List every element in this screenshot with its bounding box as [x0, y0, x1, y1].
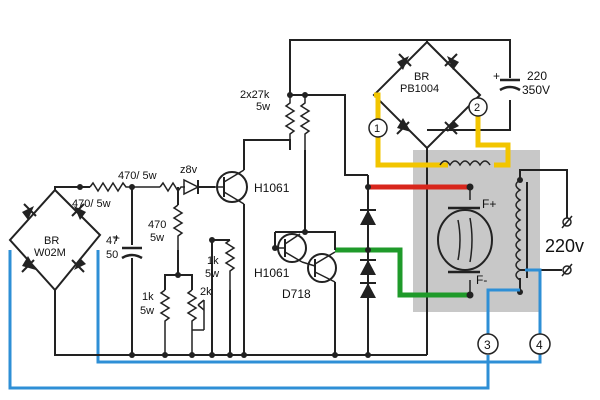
cap-small-value: 47 [106, 235, 118, 247]
br-small-label: BR [44, 235, 59, 247]
node-3-marker [477, 333, 499, 355]
bridge-rectifier-main [372, 40, 482, 150]
field-coil-right [515, 179, 528, 281]
transistor-top [215, 169, 248, 205]
br-main-label: BR [414, 71, 429, 83]
res-2x27k-watt: 5w [256, 101, 270, 113]
cap-small-plus: + [113, 231, 120, 245]
resistor-27k-a [284, 95, 296, 150]
cap-small-voltage: 50 [106, 249, 118, 261]
cap-main-voltage: 350V [522, 83, 550, 97]
transistor-bottom-left-label: H1061 [254, 266, 290, 280]
potentiometer-2k [186, 289, 205, 355]
res-1k-bottom-label: 1k [142, 291, 154, 303]
node-1-label: 1 [374, 123, 380, 135]
mains-voltage-label: 220v [545, 236, 584, 256]
res-1k-vert-label: 1k [207, 255, 219, 267]
node-1-marker [368, 118, 388, 138]
cap-main-plus: + [493, 69, 500, 83]
zener-diode [183, 178, 200, 196]
blue-wire-3 [8, 250, 520, 390]
resistor-27k-b [299, 95, 311, 150]
br-small-part-label: W02M [34, 247, 66, 259]
transistor-top-label: H1061 [254, 181, 290, 195]
node-4-marker [529, 333, 551, 355]
node-3-label: 3 [484, 338, 491, 352]
blue-wire-4 [96, 250, 542, 364]
res-470-vert-label: 470 [148, 219, 166, 231]
br-main-part-label: PB1004 [400, 83, 439, 95]
res-470-vert-watt: 5w [150, 232, 164, 244]
motor-f-minus: F- [476, 273, 487, 287]
res-1k-vert-watt: 5w [205, 268, 219, 280]
transistor-h1061-bottom [275, 233, 307, 263]
zener-label: z8v [180, 164, 198, 176]
node-2-label: 2 [474, 102, 480, 114]
res-470-top-label: 470/ 5w [118, 170, 157, 182]
transistor-d718 [301, 251, 337, 283]
node-2-marker [468, 97, 488, 117]
cap-main-value: 220 [527, 69, 547, 83]
transistor-bottom-right-label: D718 [282, 287, 311, 301]
motor-f-plus: F+ [482, 197, 496, 211]
res-470-left-label: 470/ 5w [72, 198, 111, 210]
res-1k-bottom-watt: 5w [140, 305, 154, 317]
node-4-label: 4 [536, 338, 543, 352]
pot-2k-label: 2k [200, 286, 212, 298]
yellow-wire-2 [475, 108, 511, 168]
capacitor-small [121, 246, 143, 260]
diode-stack [360, 175, 376, 355]
motor-armature [437, 187, 493, 295]
capacitor-main [499, 78, 521, 92]
res-2x27k-label: 2x27k [240, 89, 270, 101]
